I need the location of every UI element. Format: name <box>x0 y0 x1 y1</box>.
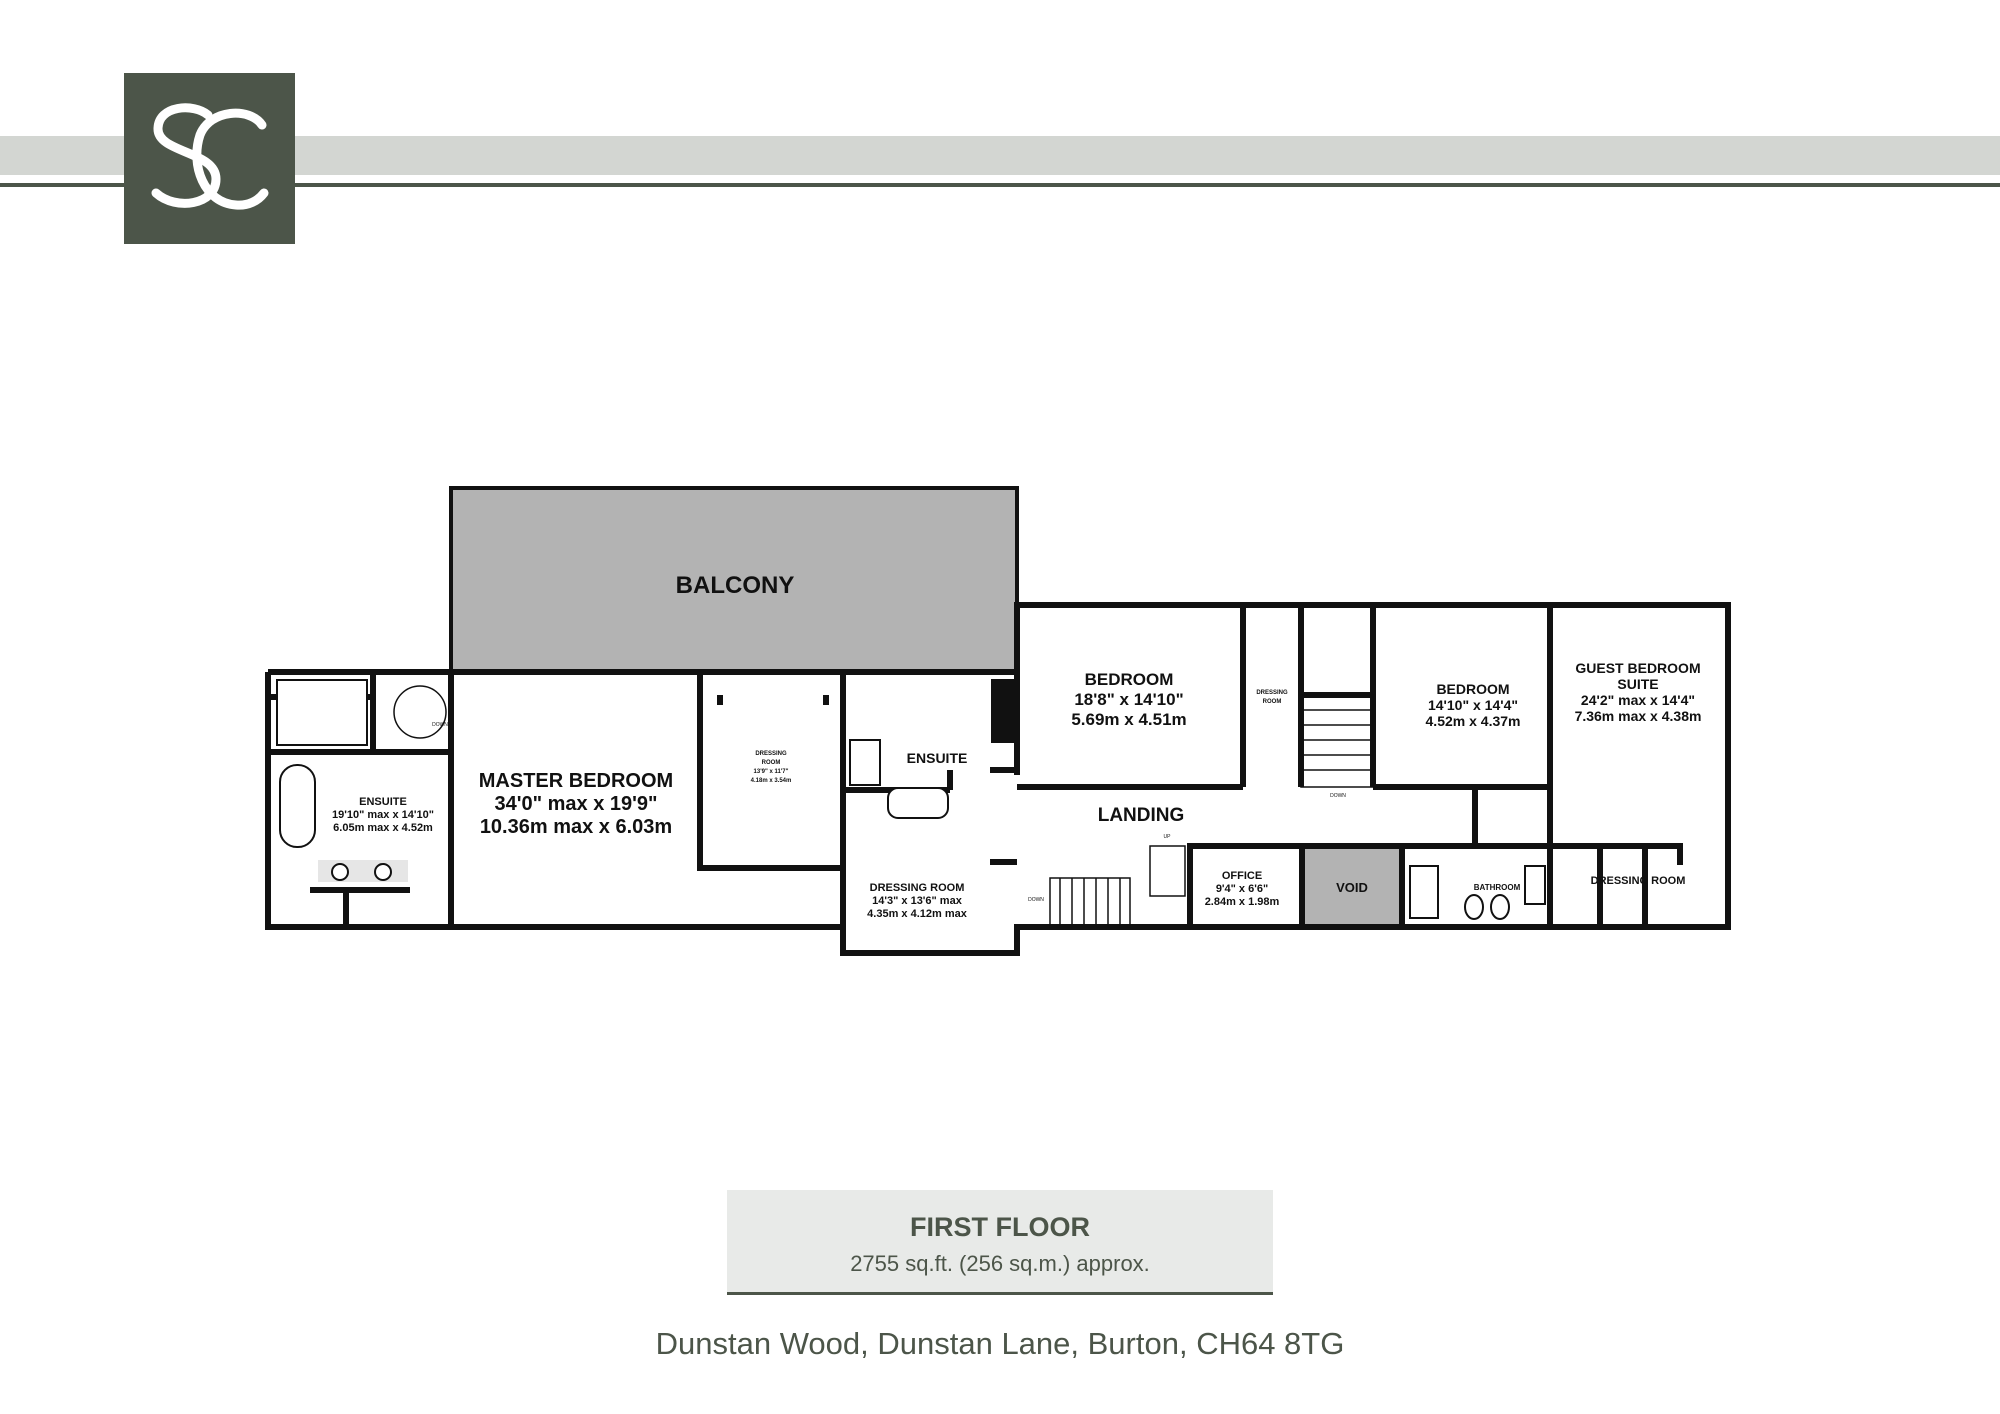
master-bedroom-metric: 10.36m max x 6.03m <box>480 816 672 838</box>
bedroom-2-name: BEDROOM <box>1436 681 1509 697</box>
bedroom-2-metric: 4.52m x 4.37m <box>1426 713 1521 729</box>
stair-down-label-2: DOWN <box>1028 897 1044 903</box>
brand-monogram-icon <box>151 103 269 210</box>
floor-title: FIRST FLOOR <box>910 1212 1090 1242</box>
floor-area: 2755 sq.ft. (256 sq.m.) approx. <box>850 1251 1150 1276</box>
dressing-room-small-metric: 4.18m x 3.54m <box>751 778 792 784</box>
ensuite-mid-label: ENSUITE <box>907 750 968 766</box>
guest-suite-name1: GUEST BEDROOM <box>1575 660 1700 676</box>
stair-up-label: UP <box>1164 834 1172 840</box>
header-rule <box>0 183 2000 187</box>
bedroom-1-metric: 5.69m x 4.51m <box>1071 710 1186 729</box>
ensuite-left-imperial: 19'10" max x 14'10" <box>332 809 434 821</box>
stair-down-label-3: DOWN <box>432 722 448 728</box>
master-bedroom-imperial: 34'0" max x 19'9" <box>494 793 657 815</box>
landing-label: LANDING <box>1098 805 1185 826</box>
header-band <box>0 136 2000 175</box>
ensuite-left-name: ENSUITE <box>359 796 407 808</box>
dressing-room-small-imperial: 13'9" x 11'7" <box>754 769 789 775</box>
staircase <box>393 685 1374 928</box>
property-address: Dunstan Wood, Dunstan Lane, Burton, CH64… <box>655 1326 1345 1361</box>
bedroom-2-imperial: 14'10" x 14'4" <box>1428 697 1518 713</box>
dressing-room-tiny-name1: DRESSING <box>1256 690 1288 696</box>
office-metric: 2.84m x 1.98m <box>1205 896 1280 908</box>
ensuite-left-metric: 6.05m max x 4.52m <box>333 822 433 834</box>
brand-logo <box>124 73 295 244</box>
bathroom-label: BATHROOM <box>1474 883 1521 892</box>
dressing-room-3-label: DRESSING ROOM <box>1591 875 1686 887</box>
dressing-room-small-name2: ROOM <box>762 760 781 766</box>
office-name: OFFICE <box>1222 870 1262 882</box>
void-label: VOID <box>1336 880 1368 895</box>
guest-suite-metric: 7.36m max x 4.38m <box>1575 708 1702 724</box>
guest-suite-imperial: 24'2" max x 14'4" <box>1581 692 1695 708</box>
dressing-room-small-name1: DRESSING <box>755 751 787 757</box>
office-imperial: 9'4" x 6'6" <box>1216 883 1268 895</box>
bathroom-fixtures <box>276 679 1546 920</box>
guest-suite-name2: SUITE <box>1617 676 1658 692</box>
dressing-room-tiny-name2: ROOM <box>1263 699 1282 705</box>
bedroom-1-imperial: 18'8" x 14'10" <box>1074 690 1183 709</box>
bedroom-1-name: BEDROOM <box>1085 670 1174 689</box>
floor-caption: FIRST FLOOR 2755 sq.ft. (256 sq.m.) appr… <box>727 1190 1273 1295</box>
dressing-room-2-metric: 4.35m x 4.12m max <box>867 908 968 920</box>
dressing-room-2-imperial: 14'3" x 13'6" max <box>872 895 963 907</box>
balcony-label: BALCONY <box>676 572 795 599</box>
stair-down-label: DOWN <box>1330 793 1346 799</box>
dressing-room-2-name: DRESSING ROOM <box>870 882 965 894</box>
master-bedroom-name: MASTER BEDROOM <box>479 770 673 792</box>
